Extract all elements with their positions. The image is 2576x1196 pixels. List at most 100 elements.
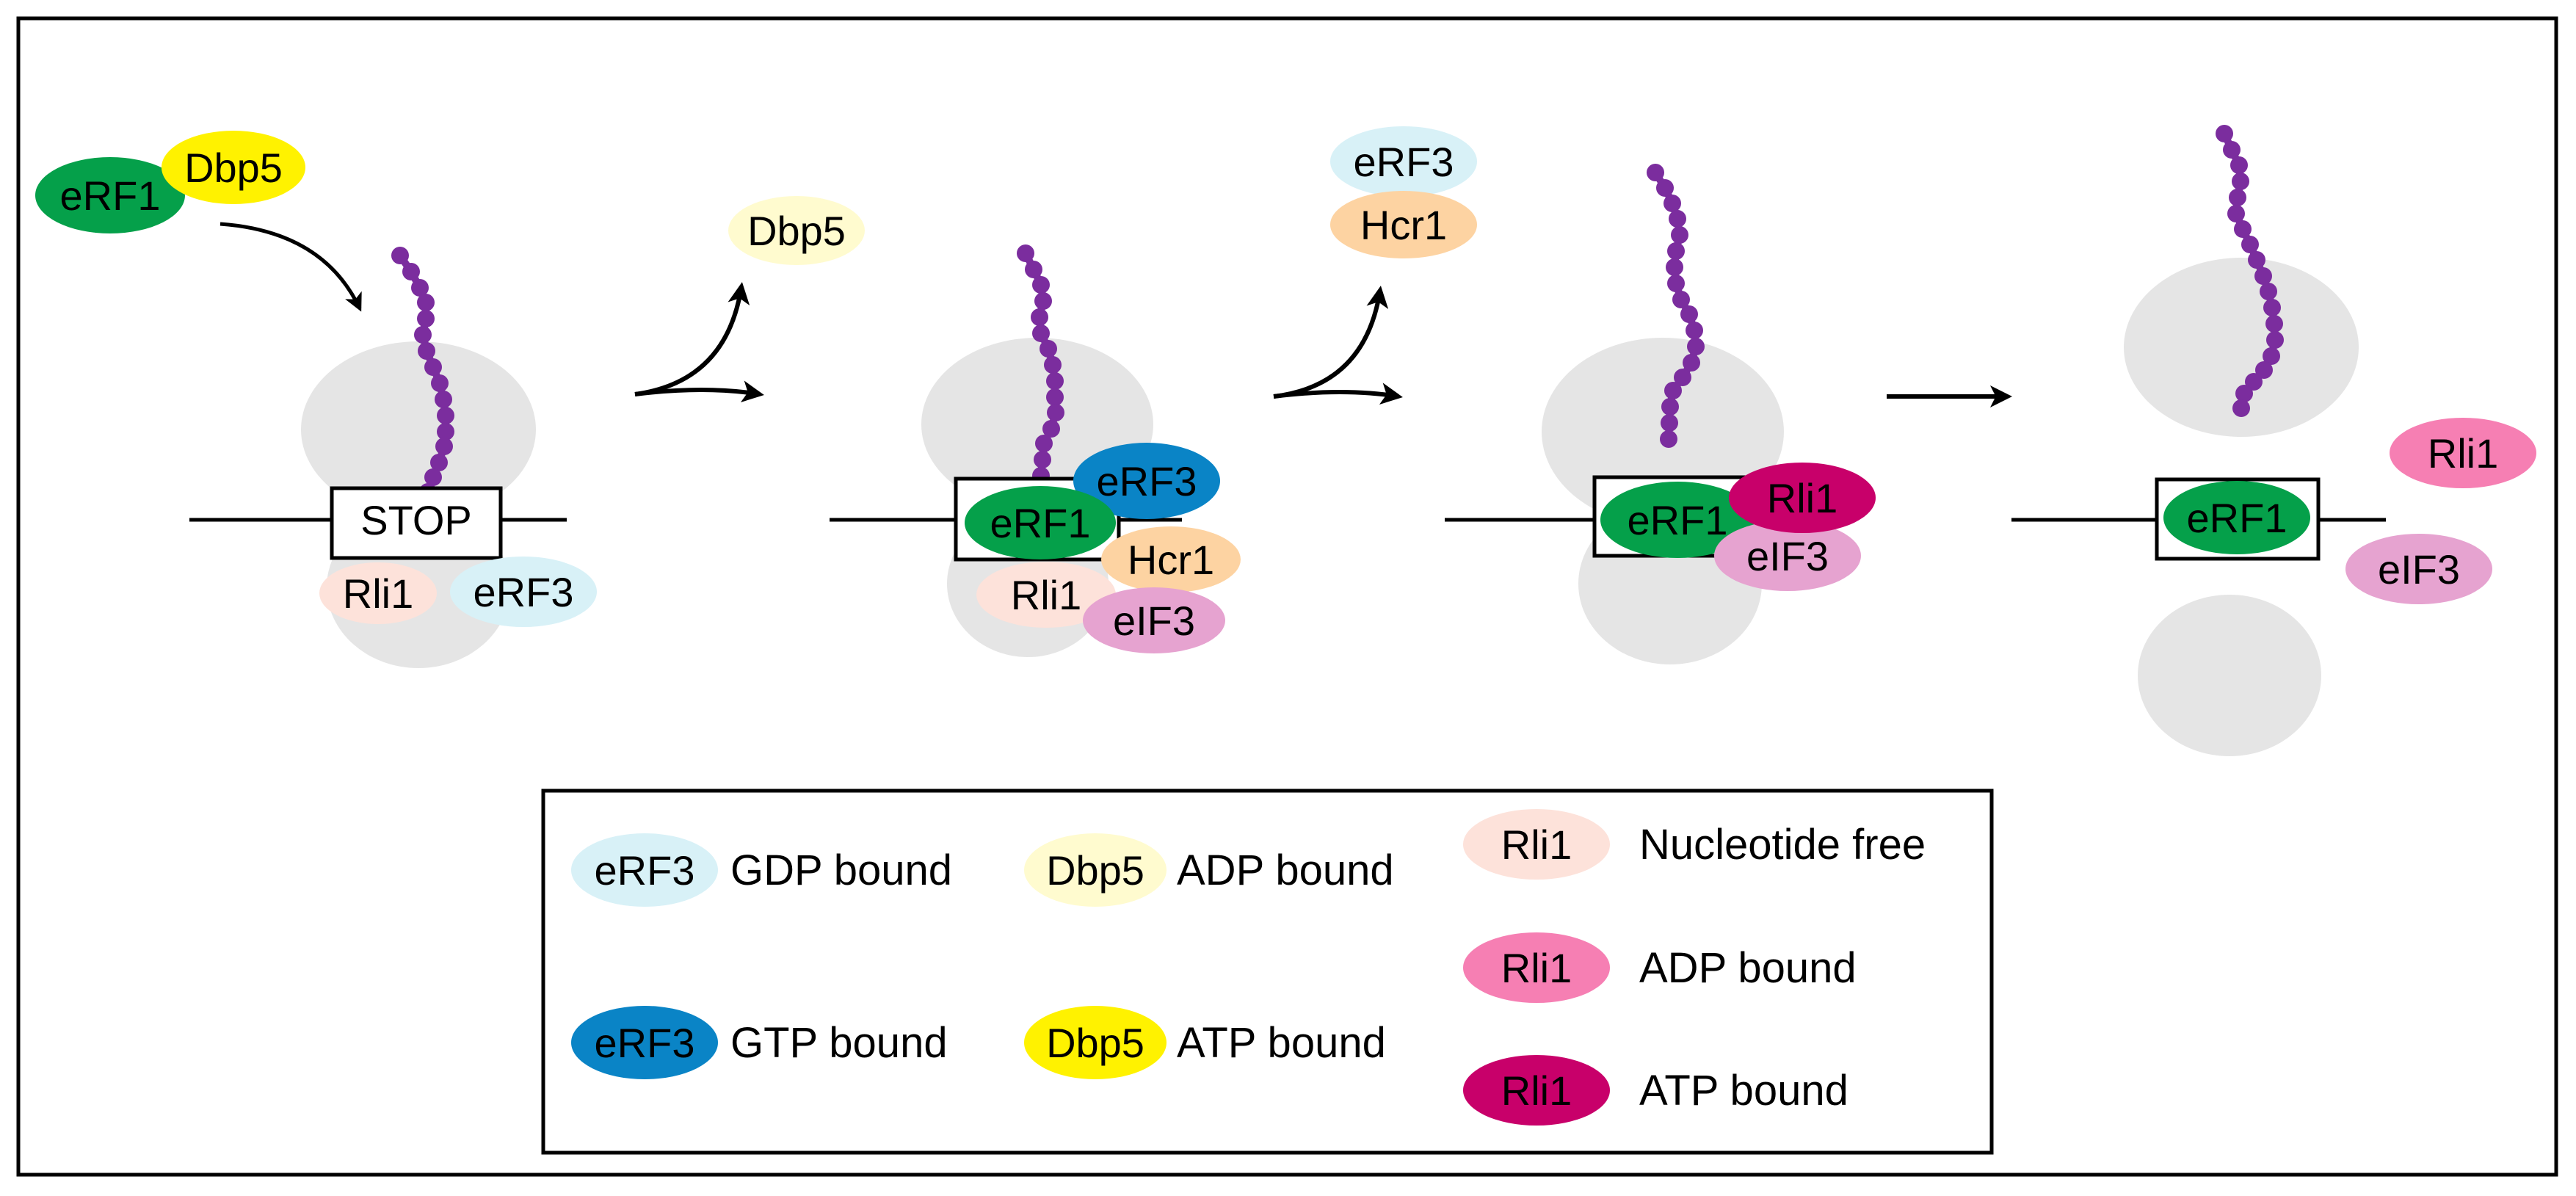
amino-acid-bead <box>1672 291 1690 308</box>
legend-swatch-label: Rli1 <box>1501 1068 1572 1114</box>
amino-acid-bead <box>414 326 432 344</box>
amino-acid-bead <box>430 454 448 471</box>
amino-acid-bead <box>2229 189 2246 206</box>
hcr1-oval <box>1101 526 1241 592</box>
amino-acid-bead <box>437 407 454 424</box>
amino-acid-bead <box>1660 430 1677 448</box>
amino-acid-bead <box>2245 373 2263 391</box>
dbp5-label: Dbp5 <box>184 145 283 191</box>
amino-acid-bead <box>1035 435 1053 452</box>
legend-swatch-label: Rli1 <box>1501 822 1572 868</box>
amino-acid-bead <box>1017 244 1034 262</box>
erf1-oval <box>35 157 185 233</box>
amino-acid-bead <box>2260 283 2277 300</box>
amino-acid-bead <box>2234 220 2252 238</box>
amino-acid-bead <box>1680 305 1698 323</box>
erf1-label: eRF1 <box>990 500 1091 546</box>
erf1-oval <box>965 486 1116 559</box>
forward-arrow <box>1273 383 1403 405</box>
rli1-oval <box>319 562 437 624</box>
hcr1-released-label: Hcr1 <box>1360 202 1447 248</box>
amino-acid-bead <box>2232 399 2250 417</box>
legend-swatch-label: Dbp5 <box>1046 847 1144 894</box>
erf3-label: eRF3 <box>1097 458 1197 504</box>
ribosome-small-subunit <box>2138 595 2321 756</box>
erf3-released-oval <box>1330 126 1477 197</box>
dbp5-released-oval <box>728 196 865 265</box>
amino-acid-bead <box>1687 338 1705 355</box>
stage-1: STOP Rli1 eRF3 eRF1 Dbp5 <box>35 131 597 668</box>
stage-2: eRF3 eRF1 Rli1 Hcr1 eIF3 <box>830 244 1241 657</box>
legend-swatch <box>1463 809 1610 880</box>
rli1-label: Rli1 <box>343 570 413 617</box>
amino-acid-bead <box>1656 179 1674 197</box>
amino-acid-bead <box>2263 347 2280 365</box>
amino-acid-bead <box>2254 267 2272 285</box>
release-arrow <box>1273 286 1389 399</box>
erf3-label: eRF3 <box>474 569 574 615</box>
rli1-label: Rli1 <box>1011 572 1081 618</box>
amino-acid-bead <box>424 358 442 376</box>
amino-acid-bead <box>1663 195 1681 212</box>
amino-acid-bead <box>1032 325 1050 342</box>
amino-acid-bead <box>1664 382 1682 399</box>
legend-item-rli1-atp: Rli1 ATP bound <box>1463 1055 1848 1126</box>
amino-acid-bead <box>1661 398 1679 416</box>
stop-codon-box <box>330 486 503 560</box>
amino-acid-bead <box>418 342 435 360</box>
amino-acid-bead <box>1661 414 1678 432</box>
amino-acid-bead <box>2248 251 2265 269</box>
legend-swatch <box>1024 833 1167 907</box>
amino-acid-bead <box>1669 210 1686 228</box>
amino-acid-bead <box>2266 331 2284 349</box>
eif3-oval <box>1714 521 1861 591</box>
amino-acid-bead <box>1046 372 1064 390</box>
hcr1-label: Hcr1 <box>1128 537 1214 583</box>
amino-acid-bead <box>1674 369 1691 386</box>
amino-acid-bead <box>431 374 449 392</box>
amino-acid-bead <box>2255 361 2273 379</box>
stage-3: eRF1 eIF3 Rli1 <box>1445 164 1876 664</box>
nascent-peptide <box>2216 125 2284 417</box>
erf3-released-label: eRF3 <box>1354 139 1454 185</box>
legend-item-erf3-gtp: eRF3 GTP bound <box>571 1006 948 1079</box>
legend-item-dbp5-atp: Dbp5 ATP bound <box>1024 1006 1386 1079</box>
eif3-released-label: eIF3 <box>2378 546 2460 592</box>
amino-acid-bead <box>411 279 429 297</box>
legend-description: GDP bound <box>730 847 952 894</box>
legend-swatch-label: eRF3 <box>595 847 695 894</box>
amino-acid-bead <box>1667 275 1685 292</box>
stop-codon-label: STOP <box>360 497 471 543</box>
legend-description: Nucleotide free <box>1639 821 1926 869</box>
amino-acid-bead <box>402 263 420 280</box>
legend-swatch-label: Dbp5 <box>1046 1020 1144 1066</box>
erf1-oval <box>2163 481 2310 554</box>
legend-description: ADP bound <box>1177 847 1394 894</box>
amino-acid-bead <box>424 468 442 486</box>
amino-acid-bead <box>1034 292 1052 310</box>
amino-acid-bead <box>1032 276 1050 294</box>
rli1-oval <box>1729 463 1876 533</box>
amino-acid-bead <box>1686 322 1703 339</box>
amino-acid-bead <box>2265 315 2283 333</box>
transition-arrow-1: Dbp5 <box>634 196 865 403</box>
erf1-label: eRF1 <box>1628 497 1728 543</box>
amino-acid-bead <box>435 438 453 455</box>
amino-acid-bead <box>1034 451 1051 468</box>
transition-arrow-2: eRF3 Hcr1 <box>1273 126 1477 405</box>
legend-swatch <box>571 1006 718 1079</box>
forward-arrow <box>634 380 764 403</box>
eif3-label: eIF3 <box>1113 598 1195 644</box>
legend-item-rli1-adp: Rli1 ADP bound <box>1463 932 1857 1003</box>
legend-item-dbp5-adp: Dbp5 ADP bound <box>1024 833 1394 907</box>
release-arrow <box>634 282 750 396</box>
erf3-oval <box>1073 443 1220 519</box>
erf1-oval <box>1600 482 1755 558</box>
hcr1-released-oval <box>1330 191 1477 258</box>
amino-acid-bead <box>2230 156 2248 174</box>
amino-acid-bead <box>1042 420 1060 438</box>
amino-acid-bead <box>2263 299 2281 316</box>
legend-swatch <box>1463 1055 1610 1126</box>
